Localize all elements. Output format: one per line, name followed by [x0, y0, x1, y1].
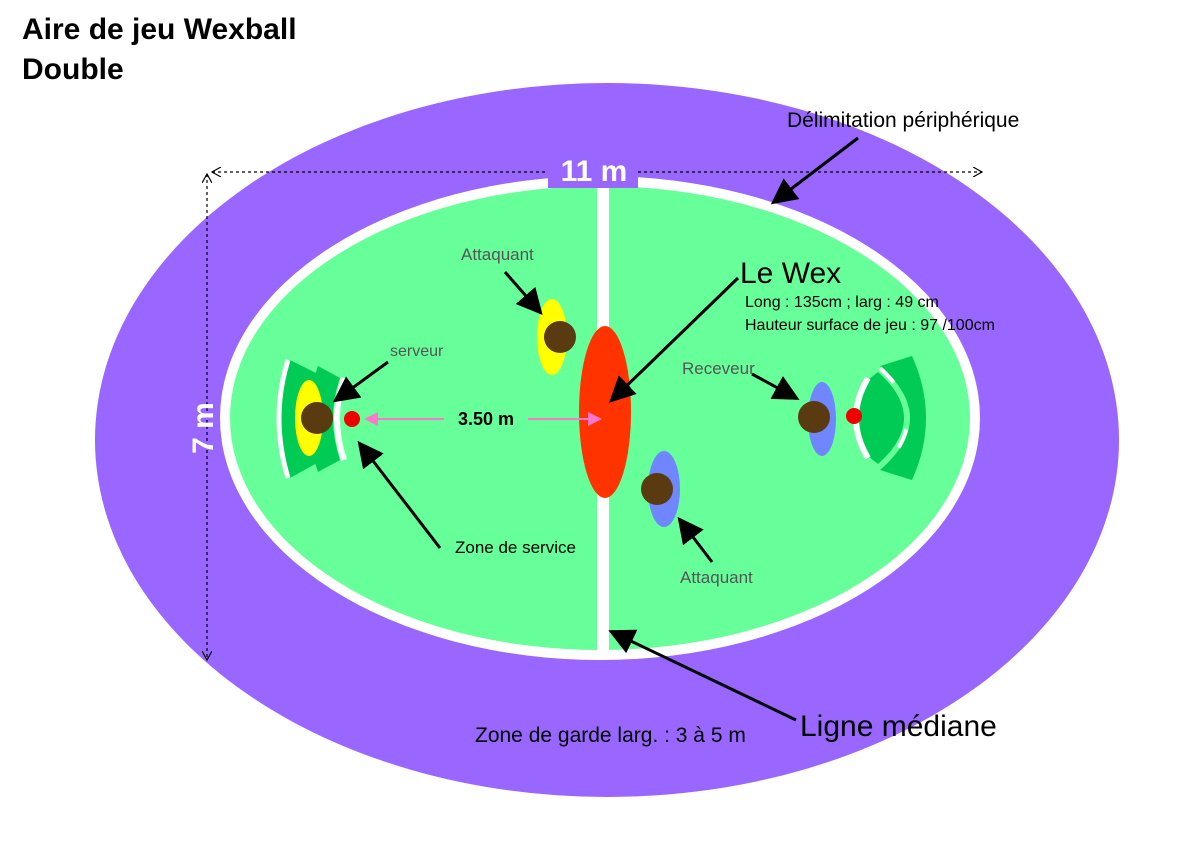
ball-receiver — [846, 408, 862, 424]
title-line1: Aire de jeu Wexball — [22, 13, 297, 46]
width-dimension-bg — [548, 152, 638, 188]
service-distance-label: 3.50 m — [458, 409, 514, 429]
height-dimension-label: 7 m — [187, 402, 220, 454]
player-attacker-bottom — [641, 451, 680, 527]
player-receiver — [798, 382, 836, 456]
title-line2: Double — [22, 53, 124, 86]
player-attacker-top — [537, 299, 576, 375]
receiver-label: Receveur — [682, 359, 755, 378]
ball-server — [344, 411, 360, 427]
arrow-attacker-bottom — [677, 516, 714, 563]
attacker-top-label: Attaquant — [461, 245, 534, 264]
midline-label: Ligne médiane — [800, 710, 997, 743]
arrow-service-zone — [357, 440, 442, 549]
wex-dimensions: Long : 135cm ; larg : 49 cm — [745, 294, 939, 311]
arrow-wex — [609, 276, 740, 403]
width-dimension-label: 11 m — [561, 155, 628, 188]
arrow-receiver — [751, 372, 800, 400]
wex-height: Hauteur surface de jeu : 97 /100cm — [745, 317, 995, 334]
wex-title: Le Wex — [740, 257, 841, 290]
arrow-attacker-top — [503, 271, 543, 316]
attacker-bottom-label: Attaquant — [680, 568, 753, 587]
player-server — [295, 380, 333, 456]
server-label: serveur — [390, 343, 444, 360]
guard-zone-label: Zone de garde larg. : 3 à 5 m — [475, 724, 746, 747]
service-zone-label: Zone de service — [455, 538, 576, 557]
arrow-peripheral — [770, 136, 859, 205]
peripheral-label: Délimitation périphérique — [787, 109, 1019, 132]
arrow-midline — [608, 629, 797, 722]
arrow-server — [332, 360, 389, 403]
wex-table — [579, 326, 631, 498]
